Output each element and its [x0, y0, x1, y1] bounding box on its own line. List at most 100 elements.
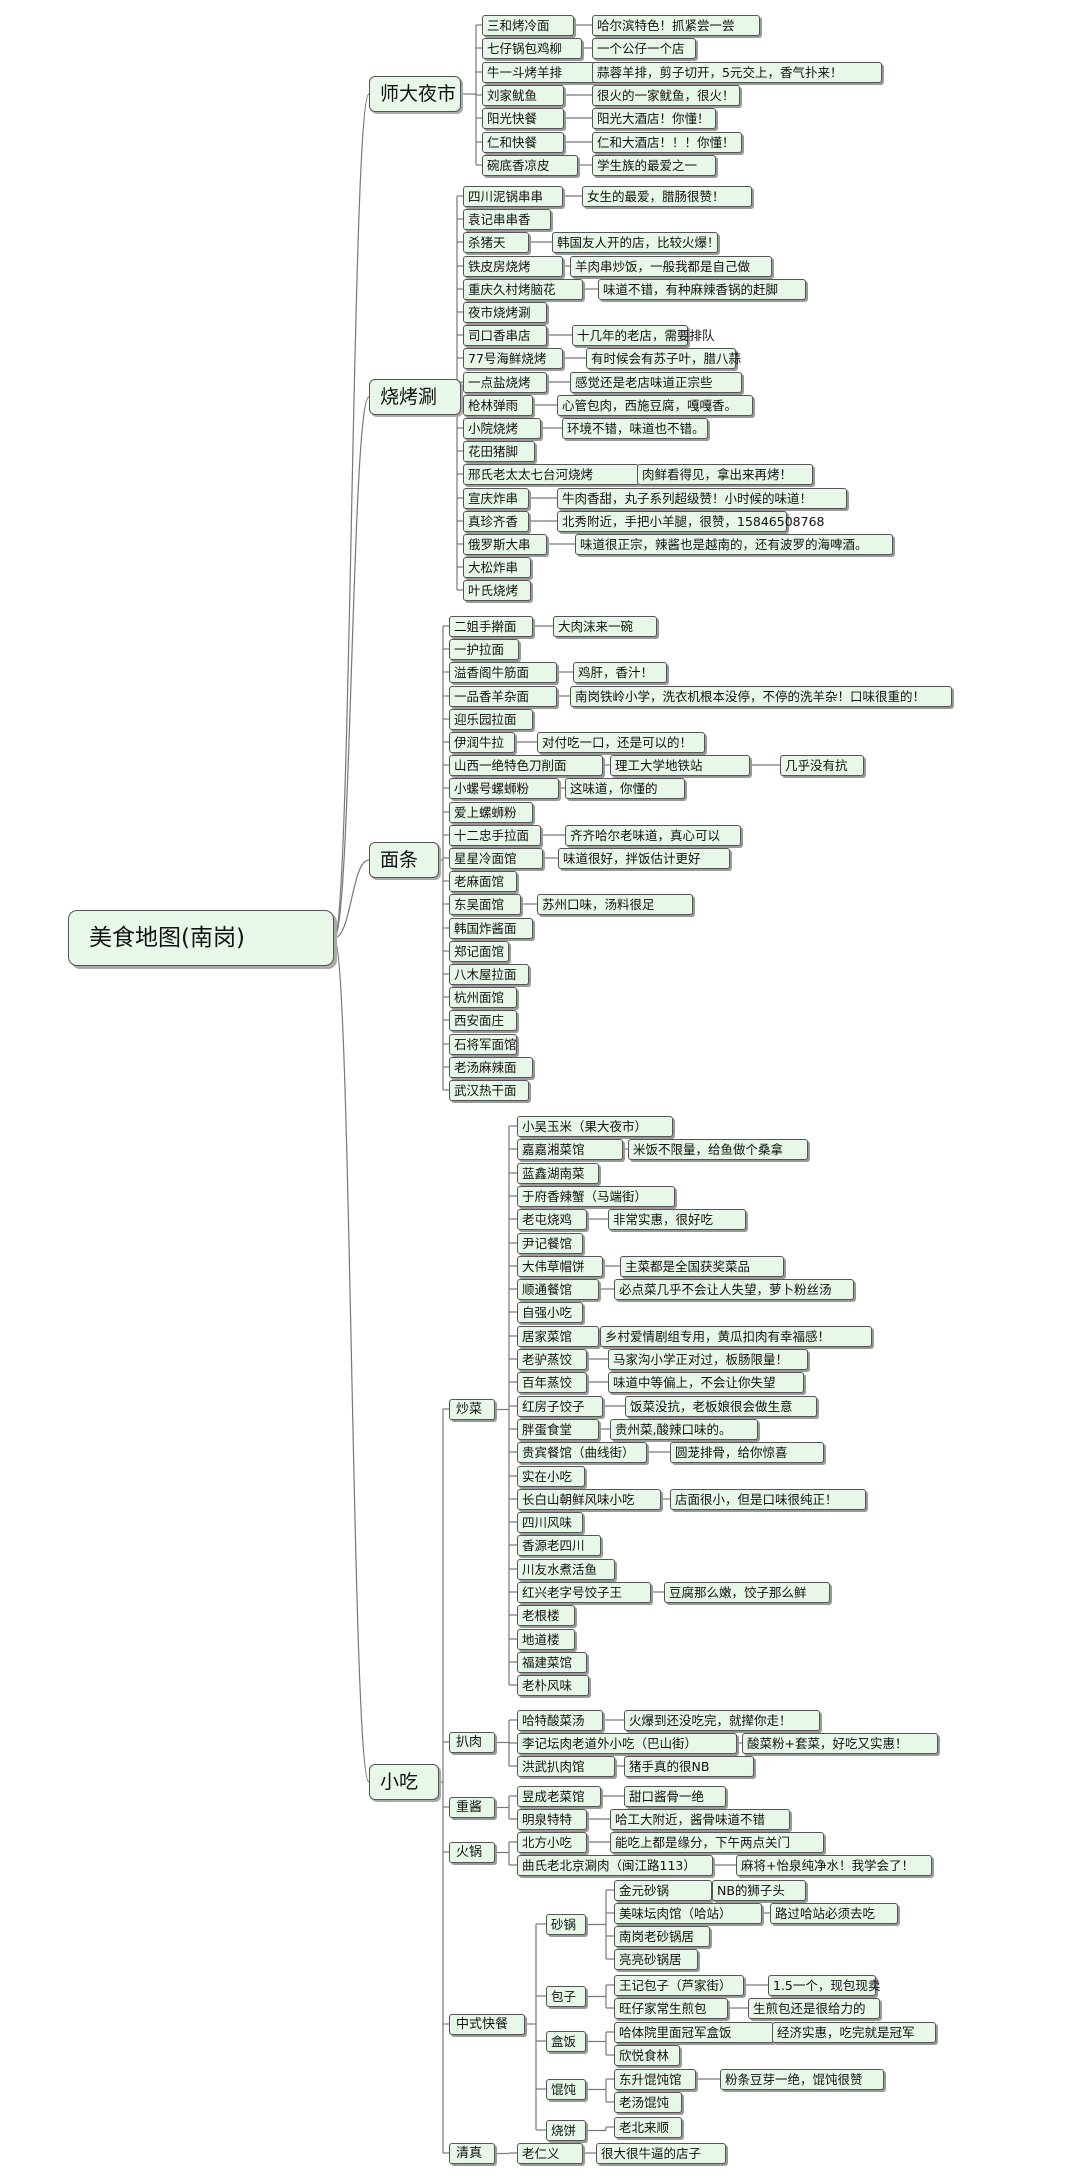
subcategory-node: 重酱: [449, 1797, 495, 1818]
hundun-item-name: 东升馄饨馆: [614, 2069, 696, 2090]
noodles-item-name: 伊润牛拉: [449, 732, 515, 753]
group-node: 馄饨: [546, 2079, 586, 2100]
hefan-item-name: 哈体院里面冠军盒饭: [614, 2022, 774, 2043]
stirfry-item-note: 贵州菜,酸辣口味的。: [610, 1419, 758, 1440]
category-node: 面条: [369, 842, 439, 878]
barou-item-name: 哈特酸菜汤: [517, 1710, 603, 1731]
group-node: 包子: [546, 1986, 586, 2007]
baozi-item-name: 旺仔家常生煎包: [614, 1998, 728, 2019]
stirfry-item-note: 饭菜没抗，老板娘很会做生意: [625, 1396, 817, 1417]
subcategory-node: 炒菜: [449, 1399, 495, 1420]
bbq-item-name: 枪林弹雨: [463, 395, 533, 416]
bbq-item-note: 十几年的老店，需要排队: [572, 325, 715, 346]
shida-item-name: 七仔锅包鸡柳: [482, 38, 582, 59]
hefan-item-name: 欣悦食林: [614, 2045, 680, 2066]
bbq-item-name: 宣庆炸串: [463, 488, 529, 509]
barou-item-note: 酸菜粉+套菜，好吃又实惠！: [742, 1733, 938, 1754]
group-node: 烧饼: [546, 2120, 586, 2141]
noodles-item-name: 溢香阁牛筋面: [449, 662, 557, 683]
bbq-item-name: 77号海鲜烧烤: [463, 348, 563, 369]
bbq-item-name: 小院烧烤: [463, 418, 541, 439]
bbq-item-note: 韩国友人开的店，比较火爆！: [552, 232, 720, 253]
shaguo-item-name: 亮亮砂锅居: [614, 1949, 698, 1970]
bbq-item-note: 肉鲜看得见，拿出来再烤！: [637, 464, 813, 485]
zhongjiang-item-note: 甜口酱骨一绝: [624, 1786, 726, 1807]
bbq-item-name: 四川泥锅串串: [463, 186, 563, 207]
stirfry-item-name: 嘉嘉湘菜馆: [517, 1139, 623, 1160]
baozi-item-note: 1.5一个，现包现卖: [768, 1975, 880, 1996]
shida-item-note: 仁和大酒店！！！你懂！: [592, 132, 742, 153]
bbq-item-note: 心管包肉，西施豆腐，嘎嘎香。: [557, 395, 753, 416]
bbq-item-name: 夜市烧烤涮: [463, 302, 547, 323]
barou-item-note: 猪手真的很NB: [624, 1756, 754, 1777]
stirfry-item-name: 小吴玉米（果大夜市）: [517, 1116, 673, 1137]
shida-item-name: 仁和快餐: [482, 132, 564, 153]
noodles-item-name: 老麻面馆: [449, 871, 517, 892]
bbq-item-note: 北秀附近，手把小羊腿，很赞，15846508768: [557, 511, 824, 532]
noodles-item-name: 迎乐园拉面: [449, 709, 533, 730]
stirfry-item-name: 川友水煮活鱼: [517, 1559, 615, 1580]
stirfry-item-note: 主菜都是全国获奖菜品: [620, 1256, 784, 1277]
stirfry-item-note: 米饭不限量，给鱼做个桑拿: [628, 1139, 808, 1160]
shida-item-note: 很火的一家鱿鱼，很火！: [592, 85, 740, 106]
stirfry-item-name: 老朴风味: [517, 1675, 589, 1696]
zhongjiang-item-note: 哈工大附近，酱骨味道不错: [610, 1809, 790, 1830]
barou-item-note: 火爆到还没吃完，就撵你走！: [624, 1710, 820, 1731]
stirfry-item-note: 马家沟小学正对过，板肠限量！: [608, 1349, 808, 1370]
noodles-item-name: 石将军面馆: [449, 1034, 517, 1055]
subcategory-node: 扒肉: [449, 1732, 495, 1753]
shida-item-note: 学生族的最爱之一: [592, 155, 716, 176]
bbq-item-name: 真珍齐香: [463, 511, 529, 532]
hundun-item-name: 老汤馄饨: [614, 2092, 682, 2113]
stirfry-item-name: 百年蒸饺: [517, 1372, 587, 1393]
shaguo-item-note: NB的狮子头: [712, 1880, 806, 1901]
bbq-item-name: 铁皮房烧烤: [463, 256, 563, 277]
noodles-item-name: 十二忠手拉面: [449, 825, 541, 846]
shida-item-name: 刘家鱿鱼: [482, 85, 564, 106]
shida-item-name: 牛一斗烤羊排: [482, 62, 602, 83]
stirfry-item-note: 乡村爱情剧组专用，黄瓜扣肉有幸福感！: [600, 1326, 872, 1347]
stirfry-item-name: 老驴蒸饺: [517, 1349, 587, 1370]
baozi-item-note: 生煎包还是很给力的: [748, 1998, 880, 2019]
bbq-item-name: 袁记串串香: [463, 209, 551, 230]
hundun-item-note: 粉条豆芽一绝，馄饨很赞: [720, 2069, 884, 2090]
noodles-item-name: 韩国炸酱面: [449, 918, 533, 939]
qingzhen-item-note: 很大很牛逼的店子: [596, 2143, 726, 2164]
root-branch: [333, 396, 370, 939]
stirfry-item-name: 胖蛋食堂: [517, 1419, 599, 1440]
root-node: 美食地图(南岗): [68, 910, 334, 966]
noodles-item-note: 味道很好，拌饭估计更好: [558, 848, 730, 869]
barou-item-name: 洪武扒肉馆: [517, 1756, 615, 1777]
stirfry-item-name: 地道楼: [517, 1629, 575, 1650]
noodles-item-name: 杭州面馆: [449, 987, 517, 1008]
stirfry-item-name: 福建菜馆: [517, 1652, 587, 1673]
shaguo-item-name: 金元砂锅: [614, 1880, 712, 1901]
bbq-item-name: 杀猪天: [463, 232, 529, 253]
hotpot-item-name: 北方小吃: [517, 1832, 587, 1853]
bbq-item-note: 牛肉香甜，丸子系列超级赞！小时候的味道！: [557, 488, 847, 509]
noodles-item-name: 一护拉面: [449, 639, 519, 660]
group-node: 盒饭: [546, 2031, 586, 2052]
stirfry-item-name: 香源老四川: [517, 1535, 601, 1556]
noodles-item-name: 老汤麻辣面: [449, 1057, 533, 1078]
bbq-item-name: 一点盐烧烤: [463, 372, 547, 393]
category-node: 师大夜市: [369, 76, 461, 112]
root-branch: [333, 937, 370, 1783]
stirfry-item-note: 圆茏排骨，给你惊喜: [670, 1442, 824, 1463]
noodles-item-name: 小螺号螺蛳粉: [449, 778, 559, 799]
noodles-item-note: 苏州口味，汤料很足: [537, 894, 693, 915]
baozi-item-name: 王记包子（芦家街）: [614, 1975, 744, 1996]
noodles-item-name: 武汉热干面: [449, 1080, 529, 1101]
shaguo-item-name: 美味坛肉馆（哈站）: [614, 1903, 762, 1924]
subcategory-node: 火锅: [449, 1842, 495, 1863]
category-node: 烧烤涮: [369, 379, 461, 415]
shida-item-name: 阳光快餐: [482, 108, 564, 129]
bbq-item-note: 味道很正宗，辣酱也是越南的，还有波罗的海啤酒。: [575, 534, 893, 555]
stirfry-item-name: 实在小吃: [517, 1466, 585, 1487]
stirfry-item-name: 四川风味: [517, 1512, 583, 1533]
bbq-item-note: 羊肉串炒饭，一般我都是自己做: [570, 256, 772, 277]
noodles-item-note: 几乎没有抗: [780, 755, 864, 776]
noodles-item-name: 山西一绝特色刀削面: [449, 755, 603, 776]
bbq-item-name: 俄罗斯大串: [463, 534, 547, 555]
